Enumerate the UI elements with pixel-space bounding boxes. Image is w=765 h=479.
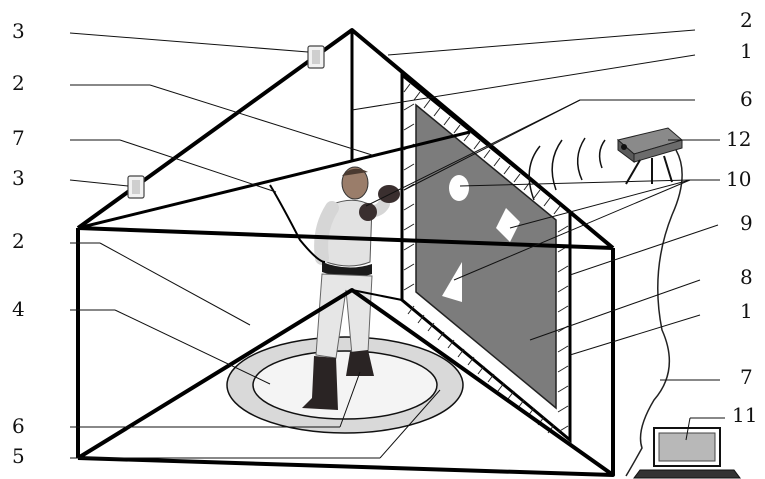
projector-icon xyxy=(618,128,682,184)
callout-left-5: 2 xyxy=(12,229,25,253)
callout-left-3: 7 xyxy=(12,126,25,150)
floor-target xyxy=(227,337,463,433)
callout-right-4: 12 xyxy=(726,127,751,151)
callout-right-9: 7 xyxy=(740,365,753,389)
callout-left-2: 2 xyxy=(12,71,25,95)
callout-right-1: 2 xyxy=(740,8,753,32)
camera-sensor-icon xyxy=(308,46,324,68)
callout-left-4: 3 xyxy=(12,166,25,190)
callout-left-7: 6 xyxy=(12,414,25,438)
callout-left-1: 3 xyxy=(12,19,25,43)
callout-right-5: 10 xyxy=(726,167,751,191)
callout-right-3: 6 xyxy=(740,87,753,111)
camera-sensor-icon xyxy=(128,176,144,198)
callout-right-6: 9 xyxy=(740,211,753,235)
callout-left-8: 5 xyxy=(12,444,25,468)
callout-right-2: 1 xyxy=(740,39,753,63)
target-circle xyxy=(449,175,469,201)
callout-right-8: 1 xyxy=(740,299,753,323)
callout-right-7: 8 xyxy=(740,265,753,289)
callout-left-6: 4 xyxy=(12,297,25,321)
callout-right-10: 11 xyxy=(732,403,757,427)
